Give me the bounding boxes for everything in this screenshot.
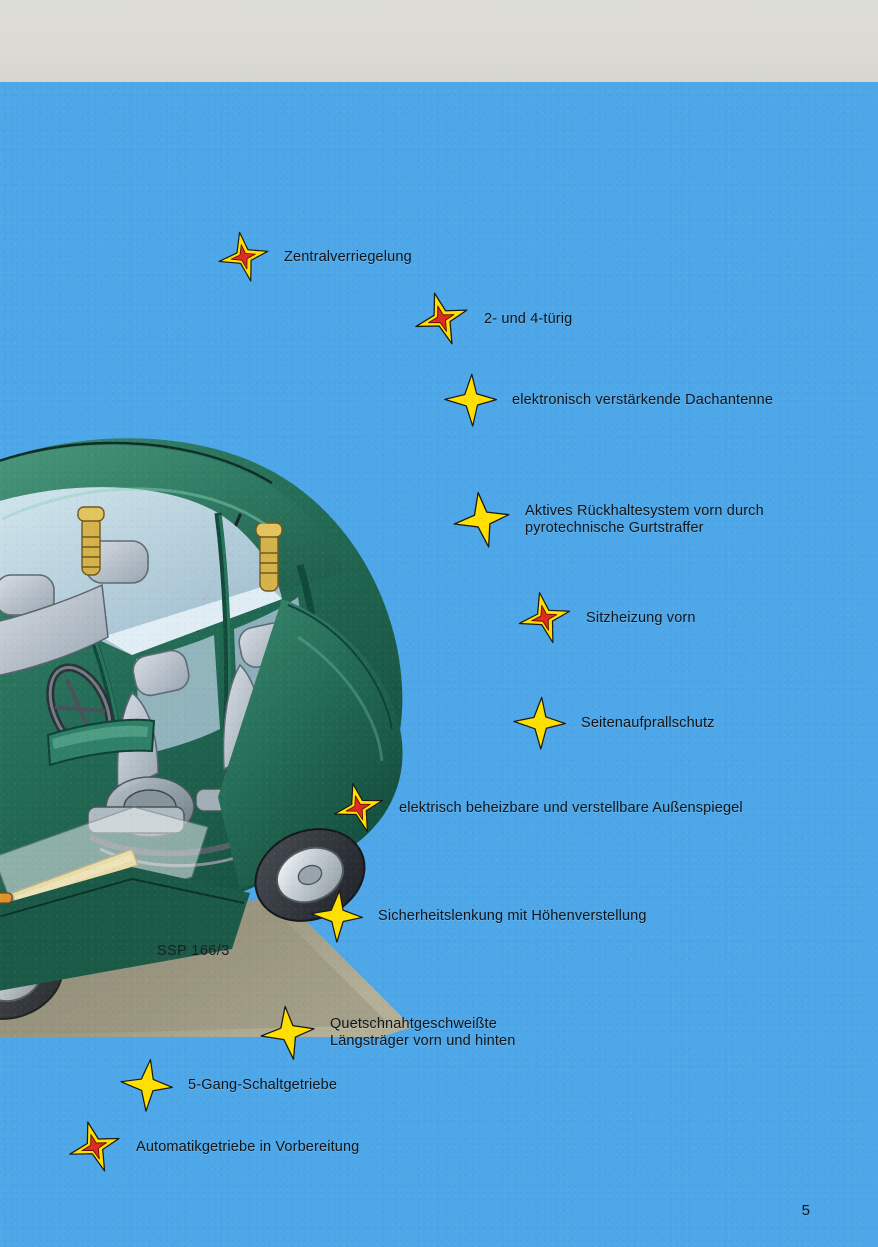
- top-gray-band: [0, 0, 878, 82]
- callout-aussenspiegel[interactable]: elektrisch beheizbare und verstellbare A…: [331, 781, 743, 835]
- star-bullet-icon: [444, 373, 498, 427]
- star-outer-shape: [260, 1005, 315, 1060]
- suspension-strut-rear: [255, 522, 283, 592]
- star-outer-shape: [453, 491, 510, 548]
- star-bullet-icon: [120, 1059, 173, 1112]
- callout-label: 2- und 4-türig: [484, 310, 573, 327]
- star-bullet-icon: [518, 592, 571, 644]
- callout-sitzheizung[interactable]: Sitzheizung vorn: [516, 590, 696, 646]
- ssp-reference-code: SSP 166/3: [157, 943, 230, 959]
- star-inner-core: [531, 604, 558, 631]
- car-rear-quarter: [218, 599, 403, 889]
- callout-label: Sicherheitslenkung mit Höhenverstellung: [378, 907, 647, 924]
- star-inner-core: [428, 305, 455, 332]
- star-bullet-icon: [453, 491, 510, 548]
- callout-laengstraeger[interactable]: Quetschnahtgeschweißte Längsträger vorn …: [258, 1004, 515, 1062]
- star-bullet-icon: [333, 783, 383, 832]
- callout-label: Automatikgetriebe in Vorbereitung: [136, 1138, 360, 1155]
- callout-label: elektronisch verstärkende Dachantenne: [512, 391, 774, 408]
- side-indicator-lamp: [0, 892, 13, 904]
- callout-automatikgetriebe[interactable]: Automatikgetriebe in Vorbereitung: [66, 1119, 359, 1175]
- callout-label: Seitenaufprallschutz: [581, 714, 715, 731]
- star-inner-core: [345, 795, 371, 821]
- callout-label: 5-Gang-Schaltgetriebe: [188, 1076, 338, 1093]
- star-inner-core: [230, 244, 256, 270]
- star-outer-shape: [444, 373, 498, 427]
- callout-label: Zentralverriegelung: [284, 248, 412, 265]
- callout-sicherheitslenkung[interactable]: Sicherheitslenkung mit Höhenverstellung: [308, 888, 647, 944]
- star-bullet-icon: [310, 889, 363, 943]
- star-inner-core: [81, 1134, 107, 1160]
- callout-seitenaufprallschutz[interactable]: Seitenaufprallschutz: [511, 695, 715, 751]
- callout-rueckhaltesystem[interactable]: Aktives Rückhaltesystem vorn durch pyrot…: [451, 490, 764, 550]
- suspension-strut-front: [77, 506, 105, 576]
- callout-label: Sitzheizung vorn: [586, 609, 696, 626]
- star-bullet-icon: [69, 1121, 120, 1172]
- callout-label: Aktives Rückhaltesystem vorn durch pyrot…: [525, 503, 764, 536]
- callout-label: Quetschnahtgeschweißte Längsträger vorn …: [330, 1016, 516, 1049]
- star-bullet-icon: [415, 292, 468, 345]
- page-number: 5: [801, 1202, 810, 1219]
- star-outer-shape: [120, 1059, 173, 1112]
- star-outer-shape: [310, 889, 363, 943]
- star-outer-shape: [513, 696, 567, 750]
- callout-schaltgetriebe[interactable]: 5-Gang-Schaltgetriebe: [118, 1057, 337, 1113]
- star-bullet-icon: [218, 231, 269, 282]
- star-bullet-icon: [513, 696, 567, 750]
- blue-page-field: Zentralverriegelung 2- und 4-türig elektro…: [0, 82, 878, 1247]
- door-mirror: [46, 718, 156, 767]
- star-bullet-icon: [260, 1005, 315, 1060]
- callout-dachantenne[interactable]: elektronisch verstärkende Dachantenne: [442, 372, 773, 428]
- callout-label: elektrisch beheizbare und verstellbare A…: [399, 799, 743, 816]
- cutaway-car-illustration: [0, 438, 412, 1037]
- callout-zwei-und-vier-tuerig[interactable]: 2- und 4-türig: [412, 290, 572, 348]
- callout-zentralverriegelung[interactable]: Zentralverriegelung: [216, 230, 412, 284]
